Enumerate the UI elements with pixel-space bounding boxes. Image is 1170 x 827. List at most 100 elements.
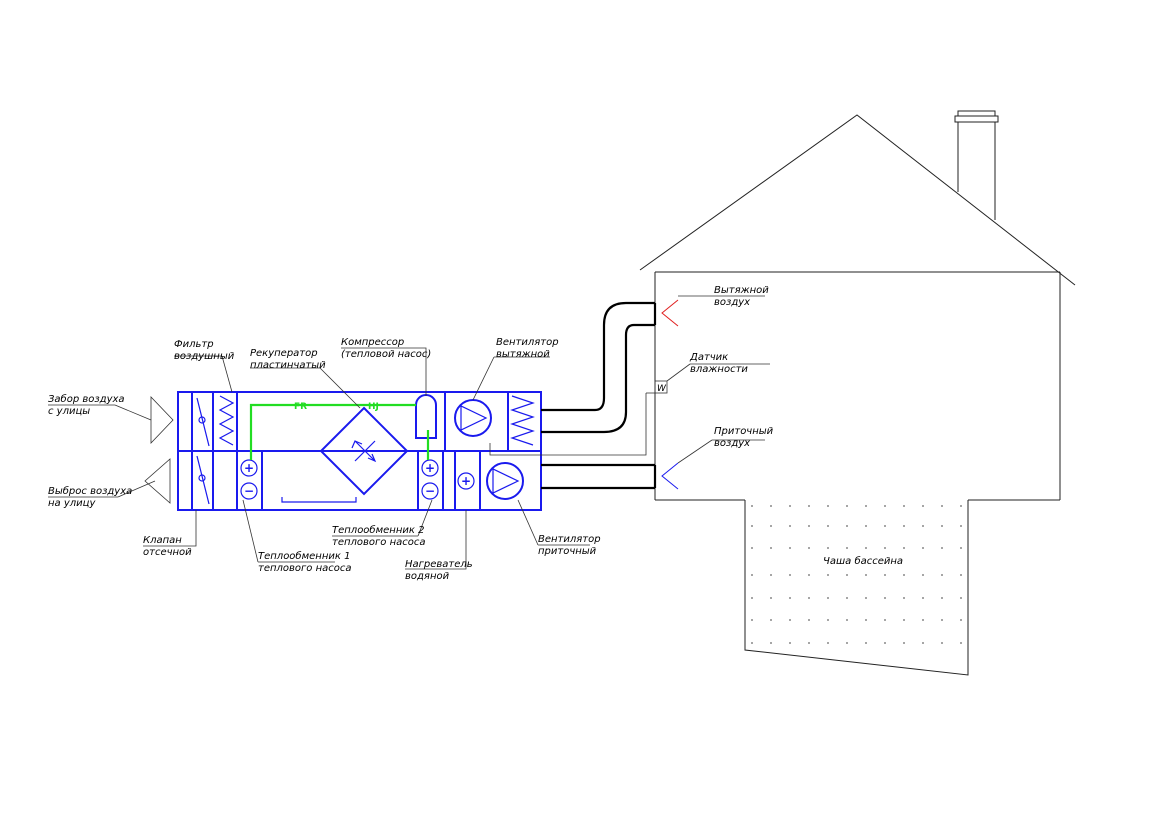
label-heater-1: Нагреватель	[405, 559, 473, 570]
pool-dot	[846, 525, 848, 527]
house	[639, 110, 1076, 676]
label-recuperator-1: Рекуператор	[250, 348, 318, 359]
pool-dot	[922, 505, 924, 507]
pool-dot	[789, 642, 791, 644]
supply-air-arrow	[661, 462, 679, 490]
pool-dot	[903, 642, 905, 644]
svg-text:−: −	[425, 484, 435, 498]
refrigerant-circuit: FR HJ	[249, 402, 430, 460]
pool-dot	[884, 574, 886, 576]
svg-text:+: +	[425, 461, 435, 475]
label-humidity-1: Датчик	[689, 352, 728, 363]
pool-dot	[827, 597, 829, 599]
pool-dot	[751, 574, 753, 576]
pool-dot	[865, 597, 867, 599]
supply-fan	[486, 462, 524, 500]
pool-dot	[941, 597, 943, 599]
label-exhaust-air-2: воздух	[714, 297, 750, 308]
pool-dot	[770, 525, 772, 527]
filter-exhaust	[510, 395, 535, 446]
pool-basin	[744, 500, 969, 676]
label-hx1-2: теплового насоса	[258, 563, 352, 574]
pool-dot	[903, 619, 905, 621]
supply-duct	[541, 463, 657, 490]
pool-dot	[846, 597, 848, 599]
label-damper-1: Клапан	[143, 535, 182, 546]
pool-dot	[846, 642, 848, 644]
pool-dot	[960, 547, 962, 549]
label-fan-supply-2: приточный	[538, 546, 597, 557]
pool-dot	[751, 597, 753, 599]
pool-dot	[960, 642, 962, 644]
label-supply-air-1: Приточный	[714, 426, 774, 437]
pool-dot	[941, 505, 943, 507]
pool-dot	[865, 642, 867, 644]
pool-dot	[827, 619, 829, 621]
pool-dot	[770, 505, 772, 507]
label-fan-exhaust-2: вытяжной	[496, 349, 550, 360]
pool-dot	[789, 505, 791, 507]
pool-dot	[770, 547, 772, 549]
exhaust-duct	[541, 301, 657, 434]
pool-dot	[827, 574, 829, 576]
pool-dot	[808, 574, 810, 576]
pool-dot	[922, 574, 924, 576]
refrigerant-mark-fr: FR	[294, 402, 307, 412]
pool-dot	[770, 619, 772, 621]
label-humidity-2: влажности	[690, 364, 748, 375]
air-handling-unit: + − + − +	[177, 391, 542, 511]
label-fan-supply-1: Вентилятор	[538, 534, 601, 545]
water-heater: +	[454, 451, 481, 510]
pool-dot	[884, 505, 886, 507]
pool-dot	[827, 525, 829, 527]
label-filter-2: воздушный	[174, 351, 235, 362]
label-exhaust-out-2: на улицу	[48, 498, 96, 509]
label-filter-1: Фильтр	[174, 339, 214, 350]
pool-dot	[960, 574, 962, 576]
ductwork: W	[489, 299, 679, 490]
plate-recuperator	[281, 406, 409, 503]
exhaust-fan	[444, 392, 509, 451]
pool-dot	[846, 574, 848, 576]
pool-dot	[865, 574, 867, 576]
label-intake-1: Забор воздуха	[48, 393, 125, 405]
pool-dot	[789, 619, 791, 621]
pool-dot	[941, 525, 943, 527]
house-roof	[639, 114, 1076, 286]
pool-dot	[960, 525, 962, 527]
pool-dot	[827, 505, 829, 507]
pool-dot	[751, 619, 753, 621]
pool-dot	[808, 642, 810, 644]
pool-dot	[941, 642, 943, 644]
pool-dot	[903, 505, 905, 507]
pool-dot	[789, 547, 791, 549]
label-supply-air-2: воздух	[714, 438, 750, 449]
compressor	[415, 394, 437, 439]
pool-dot	[941, 547, 943, 549]
pool-dot	[884, 547, 886, 549]
annotations: Забор воздуха с улицы Выброс воздуха на …	[48, 285, 903, 582]
intake-arrow	[150, 396, 174, 444]
pool-dot	[827, 547, 829, 549]
pool-dot	[808, 525, 810, 527]
label-fan-exhaust-1: Вентилятор	[496, 337, 559, 348]
pool-dot	[903, 574, 905, 576]
label-compressor-1: Компрессор	[341, 337, 404, 348]
pool-dot	[770, 574, 772, 576]
label-exhaust-air-1: Вытяжной	[714, 285, 769, 296]
label-compressor-2: (тепловой насос)	[341, 349, 431, 360]
pool-dot	[941, 574, 943, 576]
svg-text:+: +	[461, 474, 471, 488]
pool-dot	[922, 619, 924, 621]
pool-dot	[846, 619, 848, 621]
pool-dot	[922, 597, 924, 599]
pool-dot	[846, 547, 848, 549]
pool-dot	[751, 642, 753, 644]
pool-dot	[922, 547, 924, 549]
exhaust-out-arrow	[144, 458, 171, 504]
humidity-sensor-mark: W	[657, 384, 667, 394]
pool-dot	[808, 597, 810, 599]
exhaust-air-arrow	[661, 299, 679, 327]
pool-dot	[903, 597, 905, 599]
